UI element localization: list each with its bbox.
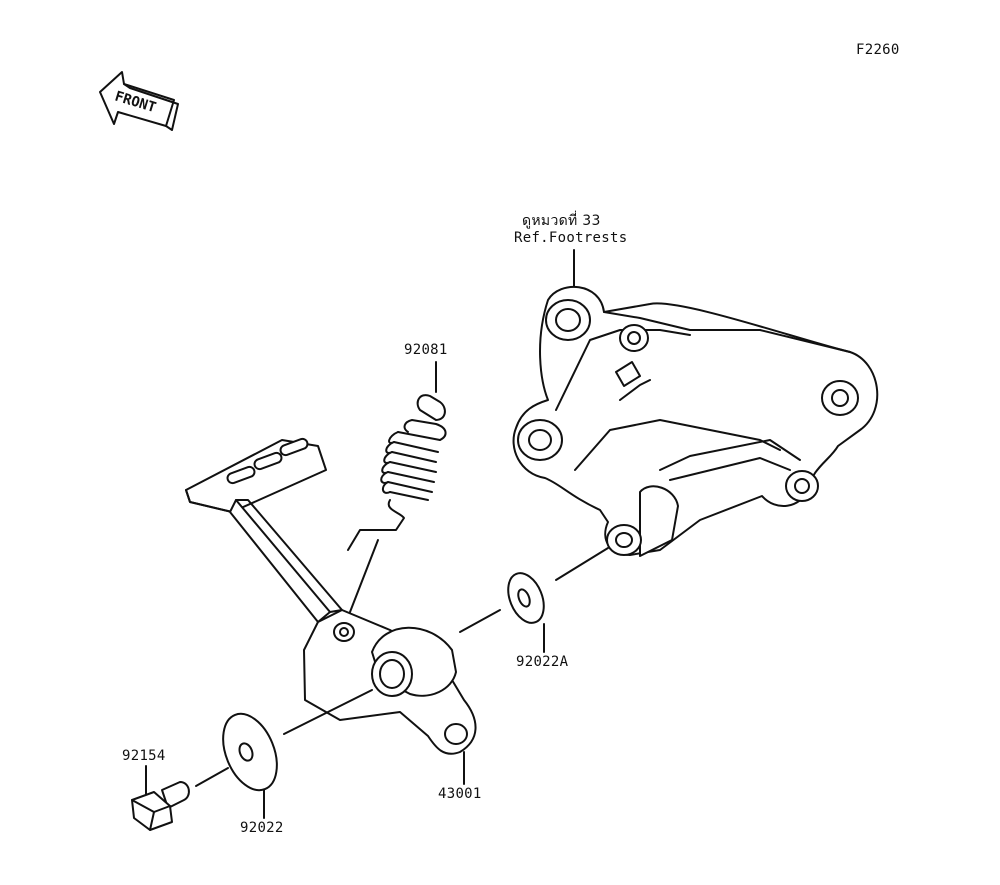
- brake-pedal-43001: [185, 437, 477, 755]
- bolt-92154: [131, 781, 190, 831]
- part-number-92022: 92022: [240, 820, 284, 836]
- front-arrow-icon: FRONT: [99, 71, 179, 131]
- figure-code: F2260: [856, 42, 900, 58]
- part-number-92154: 92154: [122, 748, 166, 764]
- washer-92022A: [507, 572, 545, 624]
- footrest-bracket: [512, 285, 879, 557]
- leader-spring-pedal: [349, 539, 379, 613]
- part-number-92022A: 92022A: [516, 654, 569, 670]
- part-number-43001: 43001: [438, 786, 482, 802]
- spring-92081: [347, 394, 447, 551]
- reference-thai: ดูหมวดที่ 33: [522, 213, 601, 229]
- reference-english: Ref.Footrests: [514, 230, 628, 246]
- part-number-92081: 92081: [404, 342, 448, 358]
- washer-92022: [222, 712, 278, 792]
